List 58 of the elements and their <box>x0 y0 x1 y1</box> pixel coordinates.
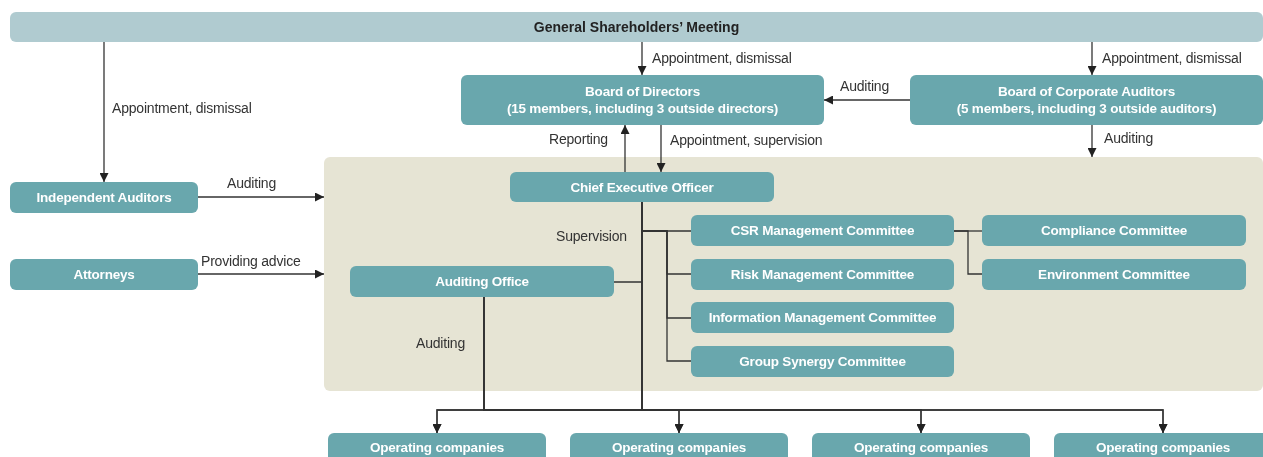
edge-label: Auditing <box>227 175 276 191</box>
org-box <box>510 172 774 202</box>
org-box <box>10 259 198 290</box>
org-box <box>328 433 546 457</box>
org-box <box>982 259 1246 290</box>
edge-label: Reporting <box>549 131 608 147</box>
box-label: Environment Committee <box>1038 266 1190 283</box>
box-label: Operating companies <box>853 439 989 456</box>
box-label: Independent Auditors <box>36 189 172 206</box>
edge-label: Appointment, dismissal <box>112 100 252 116</box>
edge-label: Auditing <box>840 78 889 94</box>
org-box <box>910 75 1263 125</box>
box-label: Operating companies <box>611 439 747 456</box>
org-box <box>691 215 954 246</box>
org-box <box>350 266 614 297</box>
org-box <box>691 346 954 377</box>
org-box <box>10 182 198 213</box>
arrow <box>1087 41 1097 76</box>
management-area <box>324 157 1263 391</box>
arrow <box>620 124 630 173</box>
org-box <box>812 433 1030 457</box>
box-label: General Shareholders’ Meeting <box>533 19 740 35</box>
edge-label: Auditing <box>1104 130 1153 146</box>
arrow <box>656 124 666 173</box>
arrow <box>823 95 911 105</box>
arrow <box>1087 124 1097 158</box>
edge-label: Auditing <box>416 335 465 351</box>
org-box <box>691 302 954 333</box>
arrow <box>197 192 325 202</box>
box-label: Risk Management Committee <box>730 266 915 283</box>
meeting-band <box>10 12 1263 42</box>
box-label: (15 members, including 3 outside directors) <box>506 100 779 117</box>
box-label: (5 members, including 3 outside auditors) <box>956 100 1217 117</box>
box-label: Group Synergy Committee <box>739 353 906 370</box>
arrow <box>197 269 325 279</box>
org-box <box>1054 433 1263 457</box>
box-label: Attorneys <box>73 266 135 283</box>
org-box <box>982 215 1246 246</box>
box-label: Compliance Committee <box>1041 222 1187 239</box>
box-label: Auditing Office <box>435 273 529 290</box>
org-box <box>691 259 954 290</box>
edge-label: Appointment, dismissal <box>1102 50 1242 66</box>
arrow <box>637 41 647 76</box>
box-label: Board of Corporate Auditors <box>997 83 1176 100</box>
box-label: Operating companies <box>369 439 505 456</box>
box-label: Operating companies <box>1095 439 1231 456</box>
arrow <box>99 41 109 183</box>
edge-label: Appointment, dismissal <box>652 50 792 66</box>
box-label: CSR Management Committee <box>730 222 915 239</box>
box-label: Chief Executive Officer <box>570 178 714 196</box>
org-box <box>461 75 824 125</box>
edge-label: Appointment, supervision <box>670 132 823 148</box>
connector-line <box>953 230 983 275</box>
org-box <box>570 433 788 457</box>
supervision-label: Supervision <box>556 228 627 244</box>
box-label: Information Management Committee <box>708 309 937 326</box>
box-label: Board of Directors <box>585 83 700 100</box>
edge-label: Providing advice <box>201 253 301 269</box>
